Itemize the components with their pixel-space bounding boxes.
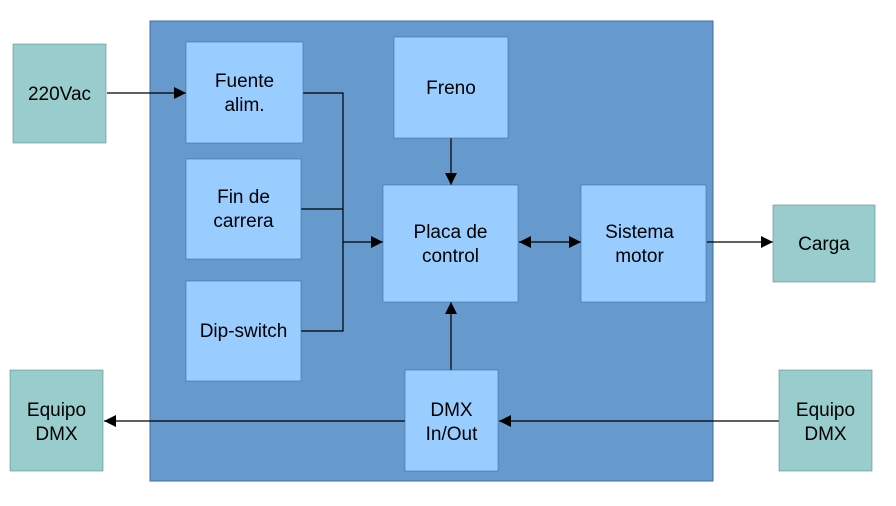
block-load-label: Carga xyxy=(798,234,850,255)
block-control-board: Placa de control xyxy=(382,184,519,303)
block-motor-system-label-line2: motor xyxy=(615,246,664,267)
block-limit-switch-label-line2: carrera xyxy=(213,211,274,232)
block-dmx-equipment-right-label-line2: DMX xyxy=(804,424,847,445)
block-power-supply-label-line1: Fuente xyxy=(215,71,274,92)
block-dmx-io-label-line2: In/Out xyxy=(426,424,478,445)
block-dmx-equipment-left-label-line1: Equipo xyxy=(27,400,86,421)
block-dip-switch: Dip-switch xyxy=(185,280,302,382)
line-dip-switch-to-bus xyxy=(301,242,344,332)
block-220vac: 220Vac xyxy=(12,43,107,144)
block-control-board-label-line2: control xyxy=(422,246,479,267)
block-control-board-label-line1: Placa de xyxy=(414,222,488,243)
block-power-supply: Fuente alim. xyxy=(185,41,304,144)
block-220vac-label: 220Vac xyxy=(28,84,91,105)
block-dmx-equipment-left-label-line2: DMX xyxy=(35,424,78,445)
block-dip-switch-label: Dip-switch xyxy=(200,321,288,342)
block-limit-switch-label-line1: Fin de xyxy=(217,187,270,208)
block-motor-system: Sistema motor xyxy=(580,184,707,303)
block-brake: Freno xyxy=(393,36,509,139)
connectors xyxy=(104,87,779,427)
block-load: Carga xyxy=(772,204,876,283)
block-limit-switch: Fin de carrera xyxy=(185,158,302,260)
block-dmx-io-label-line1: DMX xyxy=(430,400,473,421)
block-motor-system-label-line1: Sistema xyxy=(605,222,674,243)
block-dmx-io: DMX In/Out xyxy=(404,369,499,472)
block-dmx-equipment-right: Equipo DMX xyxy=(778,369,873,472)
line-power-supply-to-bus xyxy=(303,92,344,242)
block-power-supply-label-line2: alim. xyxy=(224,95,264,116)
block-dmx-equipment-left: Equipo DMX xyxy=(9,369,104,472)
block-dmx-equipment-right-label-line1: Equipo xyxy=(796,400,855,421)
block-brake-label: Freno xyxy=(426,78,476,99)
